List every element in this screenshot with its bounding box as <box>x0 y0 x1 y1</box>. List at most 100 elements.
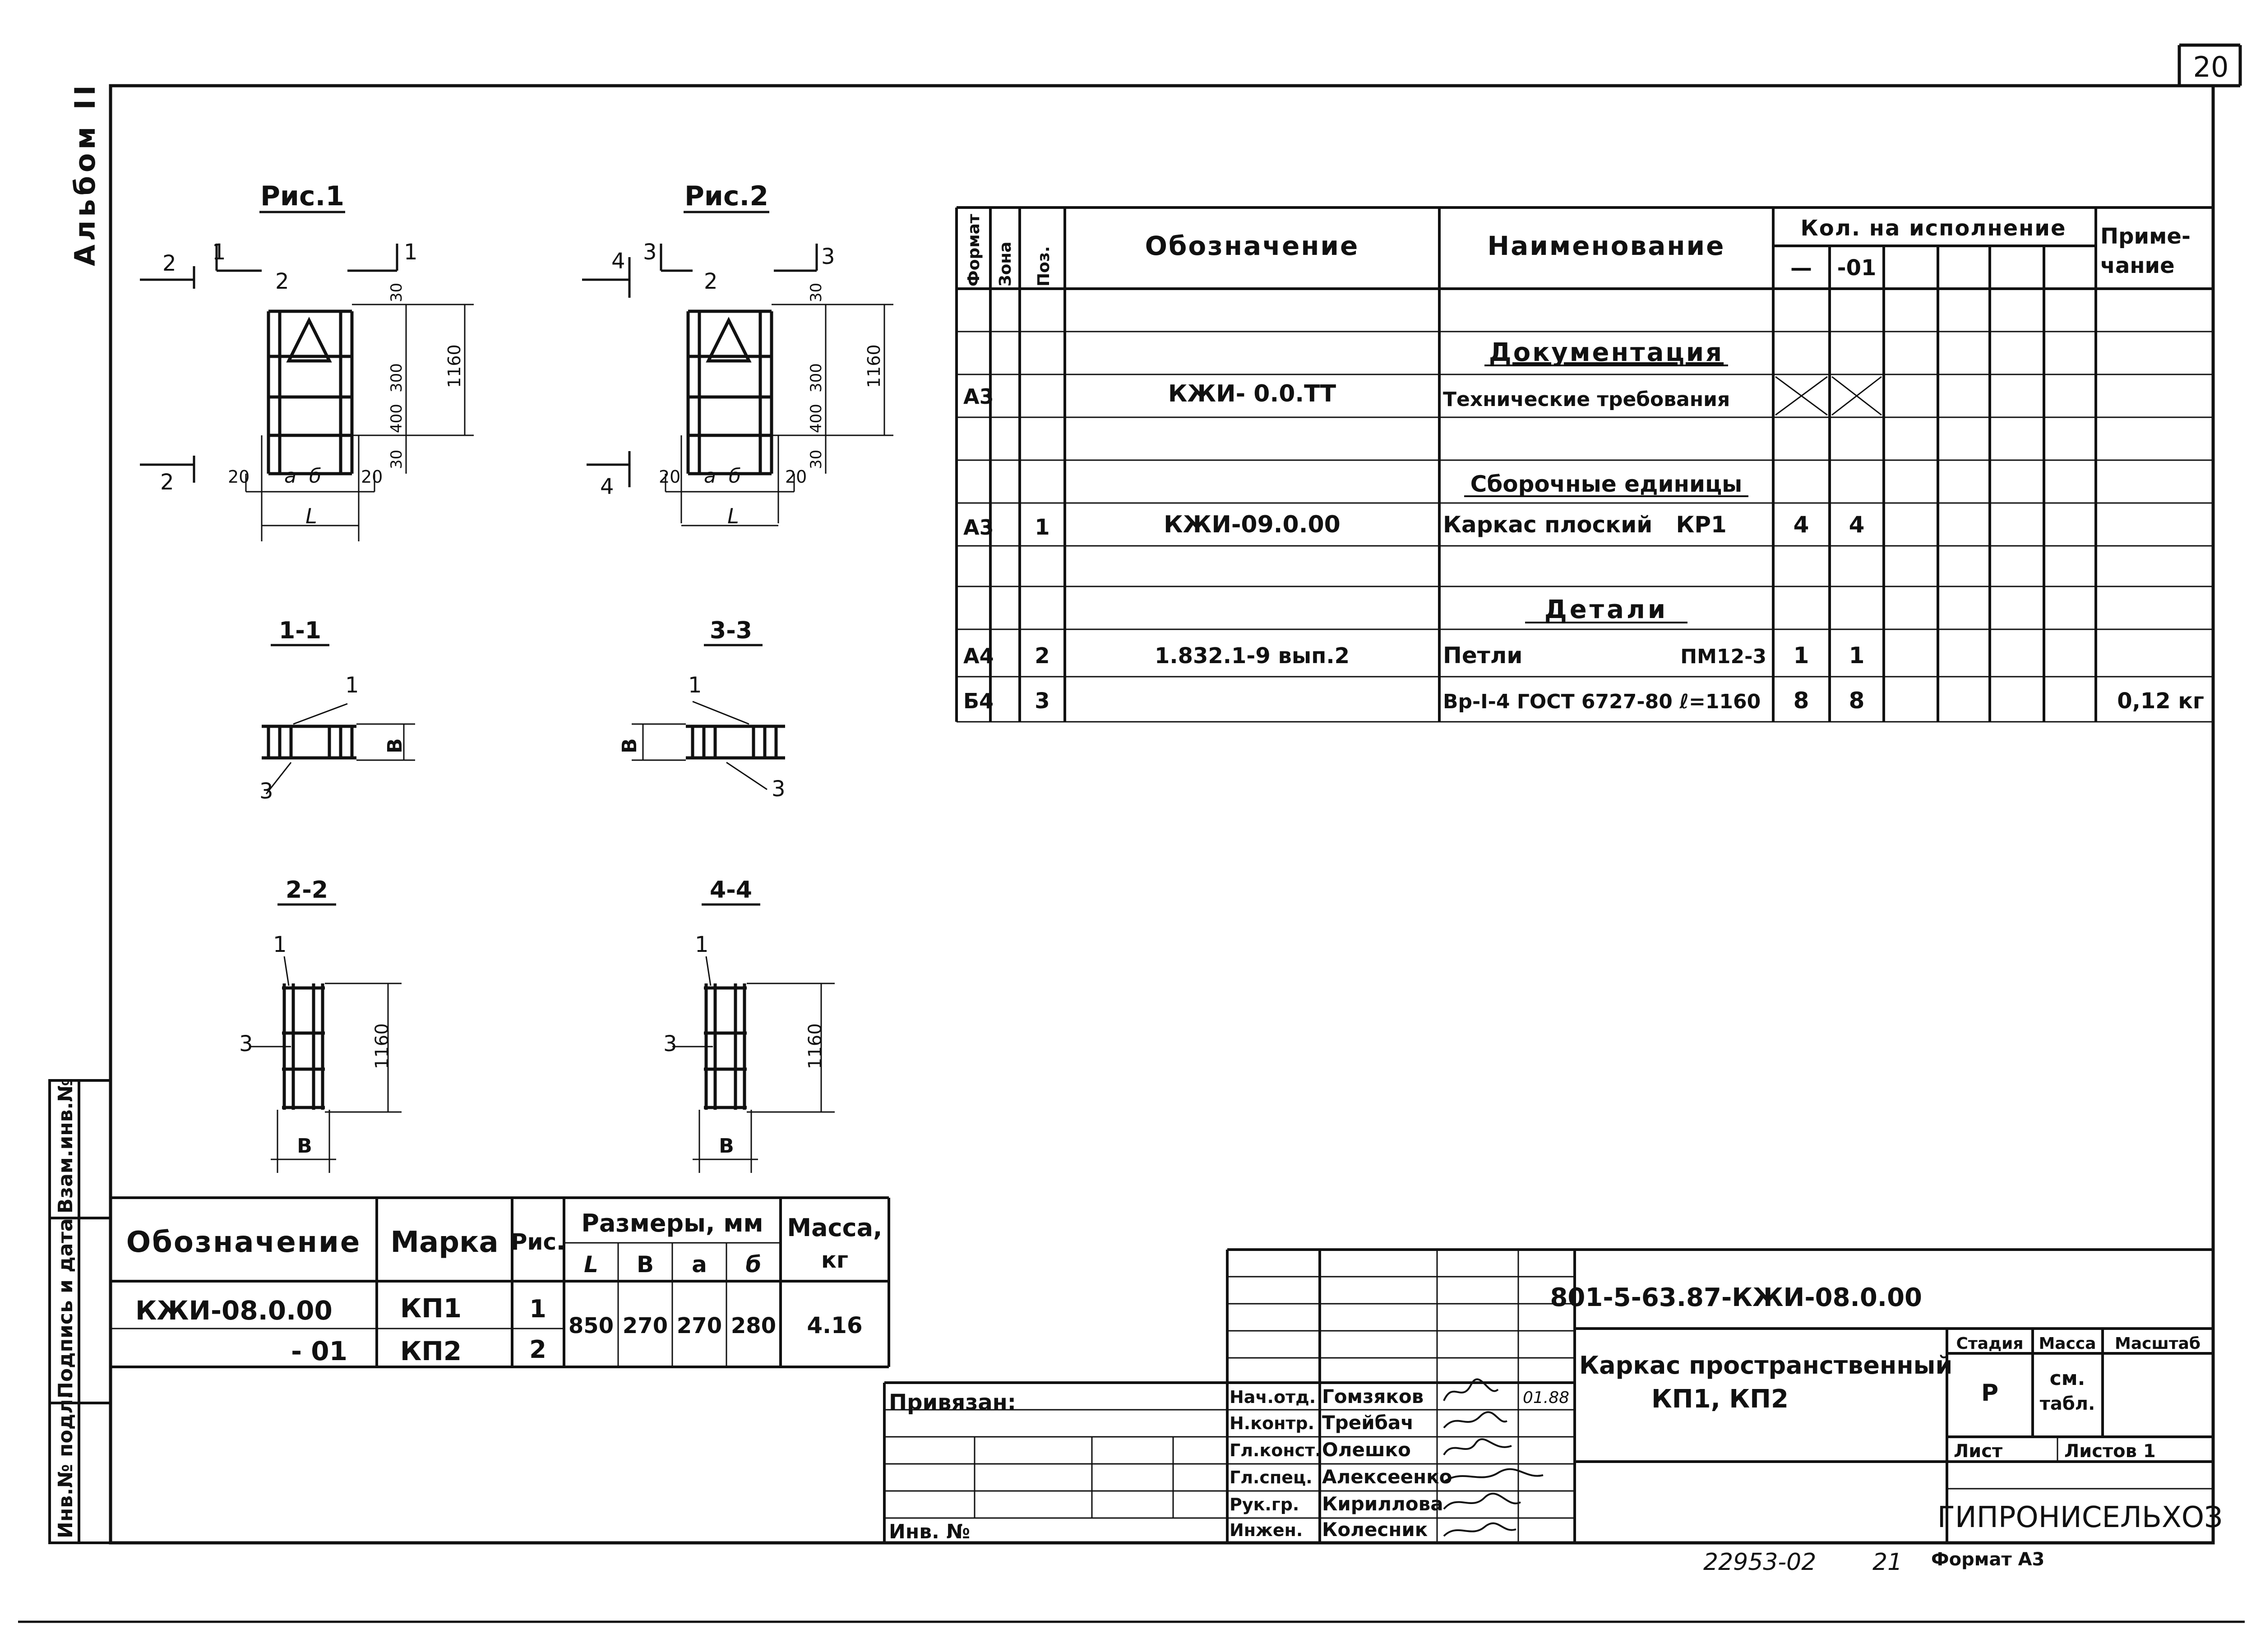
spec-row-petli-q2: 1 <box>1849 642 1865 669</box>
sec-3-3-pos-1: 1 <box>688 673 702 698</box>
sizes-value-B: 270 <box>623 1313 668 1338</box>
sizes-header-designation: Обозначение <box>126 1226 361 1259</box>
tb-name-1: Трейбач <box>1322 1412 1414 1434</box>
fig2-cut-3-left: 3 <box>643 240 657 265</box>
tb-title-l1: Каркас пространственный <box>1579 1351 1952 1380</box>
spec-row-tt-designation: КЖИ- 0.0.ТТ <box>1168 380 1336 407</box>
tb-privyazan: Привязан: <box>889 1390 1016 1415</box>
sec-4-4-title: 4-4 <box>710 877 752 904</box>
spec-header-note-l2: чание <box>2100 253 2175 278</box>
spec-header-note-l1: Приме- <box>2100 224 2191 249</box>
spec-section-documentation: Документация <box>1489 338 1724 367</box>
sec-4-4-label-B: В <box>719 1135 734 1158</box>
tb-scale-h: Масштаб <box>2115 1334 2201 1353</box>
sizes-header-sizes: Размеры, мм <box>581 1209 763 1237</box>
fig2-dim-30-top: 30 <box>807 283 825 302</box>
fig2-label-a: a <box>704 465 716 488</box>
fig2-dim-20-right: 20 <box>785 467 807 487</box>
fig1-cut-1-right: 1 <box>404 240 418 265</box>
fig1-dim-30-top: 30 <box>388 283 406 302</box>
tb-code: 801-5-63.87-КЖИ-08.0.00 <box>1550 1283 1922 1312</box>
tb-name-0: Гомзяков <box>1322 1385 1424 1407</box>
spec-header-qty: Кол. на исполнение <box>1800 216 2066 241</box>
fig1-dim-20-left: 20 <box>228 467 250 487</box>
sizes-row2-mark: КП2 <box>400 1336 462 1366</box>
sec-3-3-label-B: В <box>618 738 641 753</box>
spec-row-kr1-name: Каркас плоский КР1 <box>1443 512 1727 538</box>
tb-role-5: Инжен. <box>1230 1520 1303 1540</box>
spec-header-name: Наименование <box>1488 231 1725 261</box>
tb-role-1: Н.контр. <box>1230 1413 1314 1433</box>
tb-title-l2: КП1, КП2 <box>1651 1384 1789 1414</box>
tb-stage-h: Стадия <box>1956 1334 2024 1353</box>
figure-2: Рис.2 <box>582 180 893 528</box>
tb-role-3: Гл.спец. <box>1230 1467 1313 1487</box>
section-3-3: 3-3 1 3 В <box>618 617 786 802</box>
spec-row-petli-q1: 1 <box>1794 642 1809 669</box>
tb-mass-l2: табл. <box>2040 1394 2095 1414</box>
sizes-header-b: б <box>746 1251 762 1278</box>
sizes-header-mass-unit: кг <box>821 1247 848 1273</box>
specification-table: Формат Зона Поз. Обозначение Наименовани… <box>955 206 2213 723</box>
sizes-value-L: 850 <box>569 1313 614 1338</box>
tb-signatures <box>1443 1378 1544 1537</box>
album-label: Альбом II <box>69 82 102 266</box>
spec-header-zone: Зона <box>996 242 1015 286</box>
fig1-dim-30-bottom: 30 <box>388 450 406 469</box>
fig1-label-b: б <box>309 465 321 488</box>
tb-role-2: Гл.конст. <box>1230 1440 1322 1460</box>
stamp-vzam: Взам.инв.№ <box>54 1078 77 1214</box>
sec-1-1-pos-3: 3 <box>259 779 273 804</box>
spec-section-details: Детали <box>1544 595 1668 624</box>
spec-row-rod-note: 0,12 кг <box>2117 688 2204 714</box>
sizes-row1-designation: КЖИ-08.0.00 <box>135 1295 333 1326</box>
fig2-label-b: б <box>729 465 741 488</box>
fig2-dim-300: 300 <box>807 363 825 392</box>
spec-row-petli-pos: 2 <box>1035 643 1049 669</box>
fig2-dim-400: 400 <box>807 404 825 433</box>
fig2-cut-3-right: 3 <box>821 244 835 269</box>
spec-header-qty-01: -01 <box>1837 255 1877 281</box>
sec-2-2-pos-3: 3 <box>239 1031 253 1057</box>
tb-sheets-h: Листов 1 <box>2064 1441 2156 1462</box>
footer-format: Формат А3 <box>1931 1549 2044 1570</box>
sizes-value-a: 270 <box>677 1313 722 1338</box>
sec-2-2-label-B: В <box>297 1135 312 1158</box>
sizes-header-a: а <box>692 1251 707 1278</box>
spec-row-petli-format: А4 <box>963 644 994 668</box>
sizes-row1-mark: КП1 <box>400 1293 462 1324</box>
tb-name-2: Олешко <box>1322 1439 1411 1461</box>
spec-row-rod-q2: 8 <box>1849 688 1865 714</box>
spec-row-tt-name: Технические требования <box>1443 388 1730 411</box>
fig1-cut-1-left: 1 <box>212 240 226 265</box>
spec-header-designation: Обозначение <box>1145 231 1359 261</box>
sec-2-2-title: 2-2 <box>286 877 328 904</box>
sec-4-4-pos-1: 1 <box>695 932 709 957</box>
sizes-header-mark: Марка <box>390 1226 498 1259</box>
sizes-header-B: В <box>637 1251 654 1278</box>
sizes-row2-fig: 2 <box>529 1335 546 1364</box>
fig1-dim-20-right: 20 <box>361 467 383 487</box>
fig1-dim-300: 300 <box>388 363 406 392</box>
fig2-cut-4-bottom: 4 <box>600 474 614 499</box>
spec-header-pos: Поз. <box>1035 246 1053 286</box>
stamp-podpis: Подпись и дата <box>54 1218 77 1398</box>
sec-2-2-dim-1160: 1160 <box>372 1023 393 1069</box>
spec-row-rod-q1: 8 <box>1794 688 1809 714</box>
fig2-dim-20-left: 20 <box>659 467 680 487</box>
fig1-cut-2-top: 2 <box>162 251 176 276</box>
figure-1: Рис.1 <box>140 180 474 541</box>
fig1-pos-2: 2 <box>275 269 289 294</box>
section-1-1: 1-1 1 3 В <box>259 617 415 804</box>
tb-role-0: Нач.отд. <box>1230 1387 1316 1407</box>
sec-3-3-pos-3: 3 <box>772 776 786 802</box>
fig1-dim-400: 400 <box>388 404 406 433</box>
spec-row-petli-designation: 1.832.1-9 вып.2 <box>1155 643 1350 669</box>
tb-role-4: Рук.гр. <box>1230 1495 1299 1514</box>
tb-org: ГИПРОНИСЕЛЬХОЗ <box>1937 1501 2223 1534</box>
fig2-dim-1160: 1160 <box>864 344 884 388</box>
sizes-table: Обозначение Марка Рис. Размеры, мм L В а… <box>111 1196 890 1368</box>
side-stamp <box>48 1079 112 1544</box>
